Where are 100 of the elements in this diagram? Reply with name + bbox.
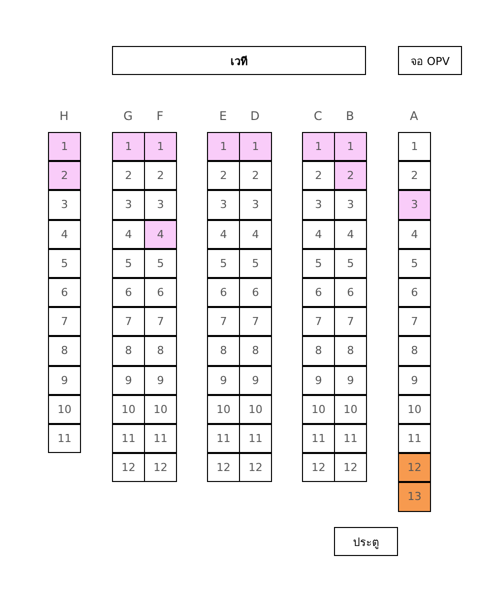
seat-box: 5 <box>144 248 177 278</box>
seat-box: 9 <box>144 366 177 395</box>
seat-box: 11 <box>398 424 431 454</box>
seat-box: 12 <box>334 453 367 482</box>
seat-box: 6 <box>398 278 431 308</box>
seat-box: 1 <box>144 132 177 162</box>
seat-box: 7 <box>48 307 81 336</box>
seat-box: 10 <box>207 394 240 424</box>
seat-box: 9 <box>302 366 335 395</box>
seat-box: 10 <box>144 394 177 424</box>
seat-box: 10 <box>112 394 145 424</box>
seat-box: 4 <box>207 220 240 249</box>
seat-box: 12 <box>144 453 177 482</box>
seat-box: 2 <box>112 161 145 190</box>
seat-box: 11 <box>48 424 81 454</box>
seat-box: 8 <box>48 336 81 366</box>
seat-box: 1 <box>334 132 367 162</box>
seat-box: 2 <box>48 161 81 190</box>
seat-box: 9 <box>334 366 367 395</box>
seat-box: 13 <box>398 482 431 512</box>
seat-box: 5 <box>48 248 81 278</box>
seat-box: 7 <box>207 307 240 336</box>
seat-box: 7 <box>302 307 335 336</box>
seat-box: 10 <box>398 394 431 424</box>
column-letter: B <box>344 109 356 123</box>
seat-box: 9 <box>239 366 272 395</box>
column-letter: E <box>218 109 228 123</box>
seat-box: 1 <box>48 132 81 162</box>
seat-box: 2 <box>144 161 177 190</box>
seat-box: 7 <box>144 307 177 336</box>
seat-box: 6 <box>48 278 81 308</box>
seat-box: 9 <box>112 366 145 395</box>
seat-box: 4 <box>144 220 177 249</box>
seat-box: 5 <box>334 248 367 278</box>
door-box: ประตู <box>334 527 398 556</box>
seat-box: 3 <box>239 190 272 220</box>
column-letter: F <box>156 109 164 123</box>
seat-box: 3 <box>48 190 81 220</box>
seat-box: 4 <box>48 220 81 249</box>
column-letter: H <box>58 109 70 123</box>
seat-box: 1 <box>112 132 145 162</box>
seat-box: 4 <box>112 220 145 249</box>
seat-box: 6 <box>207 278 240 308</box>
seat-box: 5 <box>398 248 431 278</box>
seat-box: 5 <box>302 248 335 278</box>
seat-box: 3 <box>112 190 145 220</box>
column-letter: D <box>249 109 261 123</box>
column-letter: G <box>122 109 134 123</box>
seat-box: 1 <box>302 132 335 162</box>
seat-box: 8 <box>239 336 272 366</box>
seat-box: 2 <box>207 161 240 190</box>
seat-box: 12 <box>112 453 145 482</box>
seat-box: 10 <box>239 394 272 424</box>
seat-box: 8 <box>112 336 145 366</box>
column-letter: C <box>312 109 324 123</box>
seat-box: 11 <box>239 424 272 454</box>
seat-box: 11 <box>302 424 335 454</box>
seat-box: 9 <box>48 366 81 395</box>
seat-box: 2 <box>398 161 431 190</box>
seat-box: 10 <box>48 394 81 424</box>
seat-box: 5 <box>112 248 145 278</box>
seat-box: 6 <box>302 278 335 308</box>
seat-box: 12 <box>398 453 431 482</box>
seat-box: 4 <box>302 220 335 249</box>
seat-box: 6 <box>112 278 145 308</box>
seat-box: 7 <box>334 307 367 336</box>
seat-box: 8 <box>207 336 240 366</box>
seat-box: 7 <box>398 307 431 336</box>
seat-box: 3 <box>207 190 240 220</box>
screen-box: จอ OPV <box>398 46 462 75</box>
seat-box: 12 <box>302 453 335 482</box>
seat-box: 4 <box>334 220 367 249</box>
seat-box: 8 <box>334 336 367 366</box>
seat-box: 4 <box>398 220 431 249</box>
seat-box: 2 <box>239 161 272 190</box>
seat-box: 10 <box>334 394 367 424</box>
seat-box: 8 <box>144 336 177 366</box>
seat-box: 8 <box>398 336 431 366</box>
seat-box: 6 <box>239 278 272 308</box>
column-letter: A <box>408 109 420 123</box>
seat-box: 2 <box>334 161 367 190</box>
seat-box: 11 <box>112 424 145 454</box>
seat-box: 3 <box>302 190 335 220</box>
seat-box: 12 <box>207 453 240 482</box>
seat-box: 1 <box>207 132 240 162</box>
seat-box: 9 <box>398 366 431 395</box>
seat-box: 5 <box>207 248 240 278</box>
seat-box: 11 <box>334 424 367 454</box>
seat-box: 3 <box>398 190 431 220</box>
seat-box: 5 <box>239 248 272 278</box>
seat-box: 7 <box>239 307 272 336</box>
seat-box: 3 <box>144 190 177 220</box>
seat-box: 11 <box>207 424 240 454</box>
seat-box: 4 <box>239 220 272 249</box>
seat-box: 8 <box>302 336 335 366</box>
seat-box: 11 <box>144 424 177 454</box>
seat-box: 3 <box>334 190 367 220</box>
seat-box: 6 <box>334 278 367 308</box>
seat-box: 1 <box>239 132 272 162</box>
seat-box: 2 <box>302 161 335 190</box>
